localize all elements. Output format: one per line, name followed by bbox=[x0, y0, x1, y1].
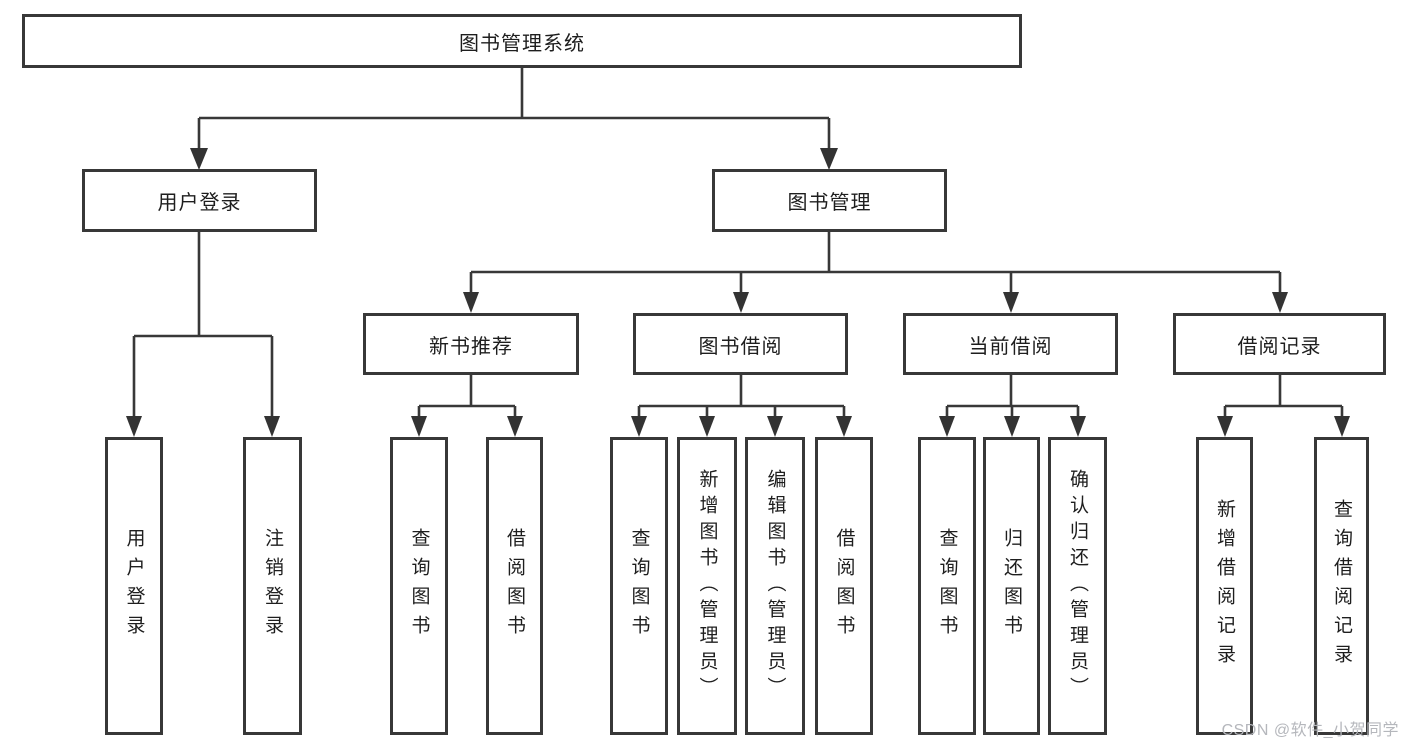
node-query-book-2: 查询图书 bbox=[610, 437, 668, 735]
arrowhead bbox=[1003, 292, 1019, 313]
node-return-book: 归还图书 bbox=[983, 437, 1040, 735]
watermark: CSDN @软件_小贺同学 bbox=[1221, 722, 1399, 739]
arrowhead bbox=[1334, 416, 1350, 437]
arrowhead bbox=[836, 416, 852, 437]
node-query-book-1: 查询图书 bbox=[390, 437, 448, 735]
node-edit-book-admin: 编辑图书（管理员） bbox=[745, 437, 805, 735]
node-book-management: 图书管理 bbox=[712, 169, 947, 232]
node-user-login-leaf: 用户登录 bbox=[105, 437, 163, 735]
node-add-borrow-record: 新增借阅记录 bbox=[1196, 437, 1253, 735]
connector-root-to-level2 bbox=[197, 68, 831, 148]
node-user-login: 用户登录 bbox=[82, 169, 317, 232]
arrowhead bbox=[1004, 416, 1020, 437]
arrowhead bbox=[190, 148, 208, 170]
arrowhead bbox=[820, 148, 838, 170]
node-confirm-return-admin: 确认归还（管理员） bbox=[1048, 437, 1107, 735]
arrowhead bbox=[631, 416, 647, 437]
arrowhead bbox=[1217, 416, 1233, 437]
node-borrow-records: 借阅记录 bbox=[1173, 313, 1386, 375]
arrowhead bbox=[939, 416, 955, 437]
connector-borrow-group bbox=[637, 375, 846, 416]
node-root: 图书管理系统 bbox=[22, 14, 1022, 68]
connector-bookmgmt-to-level3 bbox=[469, 232, 1282, 292]
connector-userlogin-group bbox=[132, 232, 274, 416]
arrowhead bbox=[126, 416, 142, 437]
node-new-book-recommend: 新书推荐 bbox=[363, 313, 579, 375]
connector-records-group bbox=[1223, 375, 1344, 416]
node-logout-leaf: 注销登录 bbox=[243, 437, 302, 735]
node-borrow-book-2: 借阅图书 bbox=[815, 437, 873, 735]
arrowhead bbox=[699, 416, 715, 437]
node-current-borrow: 当前借阅 bbox=[903, 313, 1118, 375]
connector-current-group bbox=[945, 375, 1080, 416]
arrowhead bbox=[507, 416, 523, 437]
arrowhead bbox=[463, 292, 479, 313]
arrowhead bbox=[264, 416, 280, 437]
node-query-borrow-record: 查询借阅记录 bbox=[1314, 437, 1369, 735]
arrowhead bbox=[1070, 416, 1086, 437]
node-book-borrow: 图书借阅 bbox=[633, 313, 848, 375]
node-add-book-admin: 新增图书（管理员） bbox=[677, 437, 737, 735]
arrowhead bbox=[411, 416, 427, 437]
arrowhead bbox=[1272, 292, 1288, 313]
connector-recommend-group bbox=[417, 375, 517, 416]
node-borrow-book-1: 借阅图书 bbox=[486, 437, 543, 735]
arrowhead bbox=[767, 416, 783, 437]
arrowhead bbox=[733, 292, 749, 313]
node-query-book-3: 查询图书 bbox=[918, 437, 976, 735]
